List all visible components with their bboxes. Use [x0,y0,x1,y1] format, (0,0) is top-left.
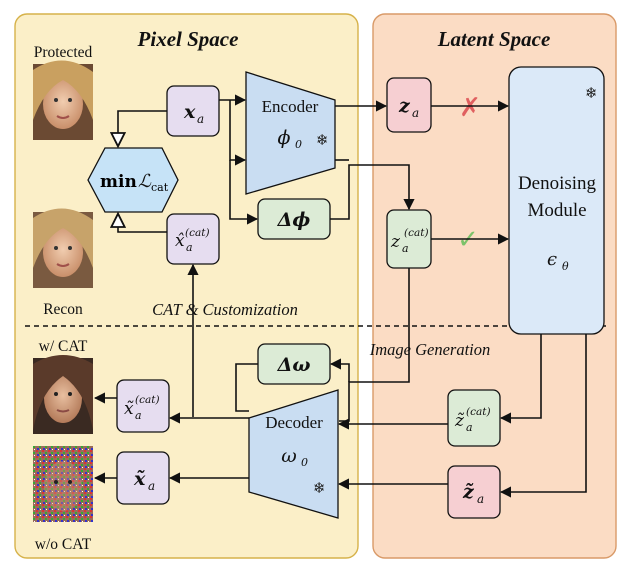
svg-text:x̃: x̃ [133,468,146,490]
z-cat-node: z a (cat) [386,209,432,269]
cat-customization-label: CAT & Customization [152,300,298,319]
arrow-deltaphi-zcat [330,164,415,220]
z-a-node: z a [386,77,432,133]
svg-text:(cat): (cat) [466,406,491,418]
x-hat-cat-node: x̂ a (cat) [166,213,220,265]
svg-text:ℒ: ℒ [138,171,152,192]
recon-label: Recon [43,301,83,318]
svg-text:a: a [186,241,193,254]
with-cat-image [33,355,93,434]
svg-text:Encoder: Encoder [262,97,319,116]
image-generation-label: Image Generation [369,340,491,359]
svg-text:z̃: z̃ [462,481,475,503]
encoder-frozen-icon: ❄ [316,131,329,149]
svg-text:ω: ω [281,445,297,467]
svg-text:ϕ: ϕ [278,127,291,149]
arrow-xhat-loss [118,215,167,233]
decoder-frozen-icon: ❄ [313,479,326,497]
svg-text:(cat): (cat) [404,227,429,239]
denoising-module: Denoising Module ϵ θ ❄ [508,66,605,335]
protected-label: Protected [34,44,93,61]
protected-image [33,60,93,140]
svg-text:0: 0 [295,138,302,151]
pixel-space-title: Pixel Space [137,27,239,51]
z-tilde-node: z̃ a [447,465,501,519]
svg-text:a: a [402,242,409,255]
svg-text:ϵ: ϵ [547,249,557,270]
cross-icon: ✗ [459,93,481,123]
delta-omega-node: Δω [257,343,331,385]
svg-text:x: x [183,101,196,123]
svg-text:a: a [135,409,142,422]
denoising-frozen-icon: ❄ [585,84,598,102]
delta-phi-node: Δϕ [257,198,331,240]
svg-text:Δω: Δω [277,354,311,376]
svg-text:a: a [477,492,484,506]
encoder-block: Encoder ϕ 0 ❄ [245,71,336,195]
svg-text:a: a [148,479,155,493]
loss-hexagon: min ℒ cat [87,147,179,213]
z-tilde-cat-node: z̃ a (cat) [447,389,501,447]
x-tilde-node: x̃ a [116,451,170,505]
arrow-deltaomega-decoder [235,363,258,412]
svg-text:(cat): (cat) [185,227,210,239]
svg-text:Decoder: Decoder [265,413,323,432]
svg-text:x̂: x̂ [175,231,185,251]
svg-text:Module: Module [527,200,586,221]
svg-text:a: a [466,421,473,434]
arrow-denoise-ztildecat [499,334,542,424]
arrow-xa-loss [118,110,167,145]
svg-text:θ: θ [562,260,569,273]
svg-text:z: z [398,95,411,117]
svg-text:z̃: z̃ [454,411,465,431]
arrow-xa-deltaphi [229,160,259,225]
svg-text:cat: cat [151,181,169,194]
svg-text:x̃: x̃ [124,399,134,419]
svg-text:(cat): (cat) [135,394,160,406]
svg-text:min: min [100,172,137,192]
svg-text:a: a [197,112,204,126]
with-cat-label: w/ CAT [39,338,88,355]
arrow-zcat-deltaomega [329,358,350,382]
decoder-block: Decoder ω 0 ❄ [248,389,339,519]
svg-text:Δϕ: Δϕ [277,209,311,231]
svg-text:z: z [390,232,401,252]
arrow-denoise-ztilde [499,334,587,498]
check-icon: ✓ [457,225,479,255]
latent-space-title: Latent Space [437,27,551,51]
without-cat-image [33,446,93,522]
recon-image [33,208,93,288]
svg-text:a: a [412,106,419,120]
x-a-node: x a [166,85,220,137]
svg-text:0: 0 [301,456,308,469]
without-cat-label: w/o CAT [35,536,92,553]
svg-text:Denoising: Denoising [518,173,597,194]
x-tilde-cat-node: x̃ a (cat) [116,379,170,433]
